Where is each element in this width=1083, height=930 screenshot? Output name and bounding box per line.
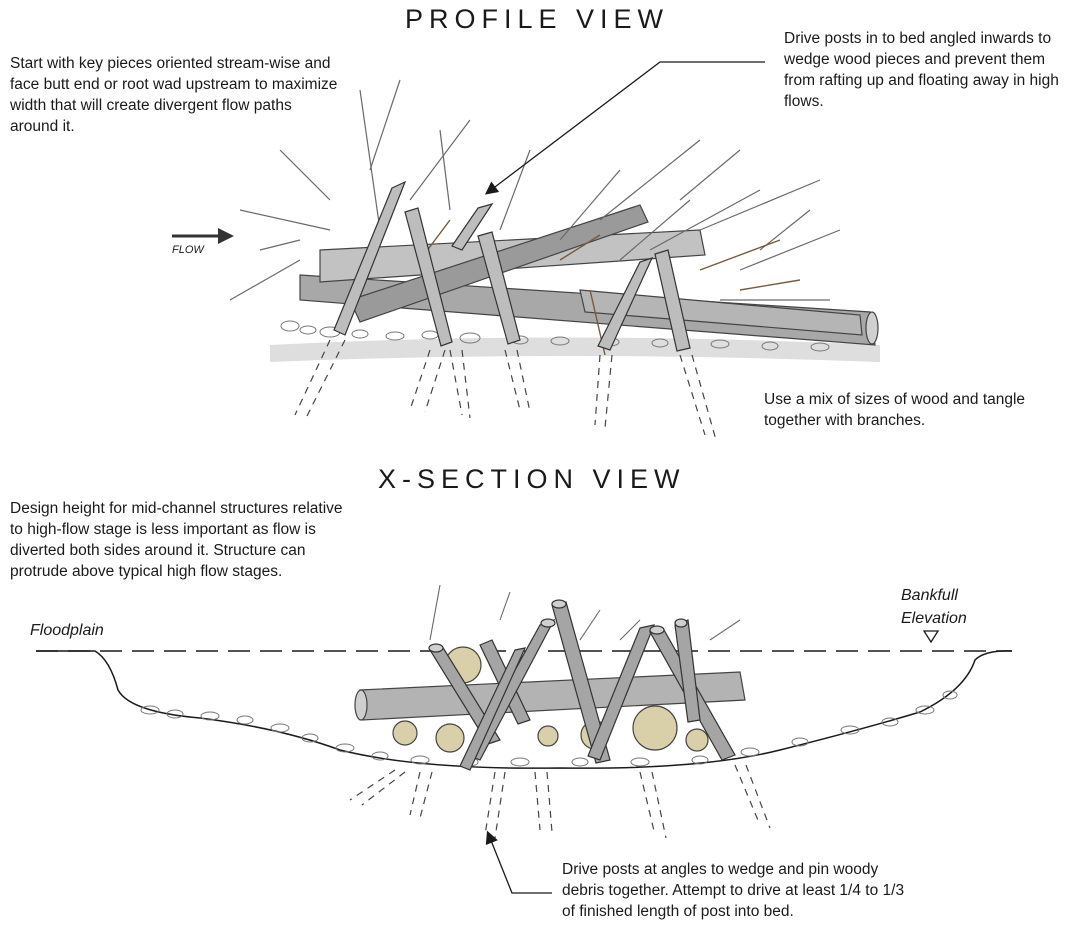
- posts-leader-line: [487, 62, 765, 193]
- bankfull-triangle-icon: [924, 631, 938, 642]
- design-height-note: Design height for mid-channel structures…: [10, 498, 355, 582]
- bankfull-label-line1: Bankfull: [901, 585, 958, 606]
- wood-mix-note: Use a mix of sizes of wood and tangle to…: [764, 389, 1064, 431]
- xsection-view-title: X-SECTION VIEW: [378, 464, 686, 495]
- profile-log-end: [866, 312, 878, 344]
- floodplain-label: Floodplain: [30, 620, 104, 641]
- flow-label: FLOW: [172, 240, 204, 261]
- posts-note: Drive posts in to bed angled inwards to …: [784, 28, 1079, 112]
- xsection-branches: [430, 585, 740, 640]
- orientation-note: Start with key pieces oriented stream-wi…: [10, 53, 340, 137]
- xsection-buried-posts: [350, 765, 770, 838]
- drive-posts-note: Drive posts at angles to wedge and pin w…: [562, 859, 917, 922]
- profile-ground-shadow: [270, 338, 880, 363]
- xsection-drawing: [36, 585, 1012, 838]
- profile-view-title: PROFILE VIEW: [405, 4, 669, 35]
- bankfull-label-line2: Elevation: [901, 608, 967, 629]
- drive-leader-line: [488, 833, 552, 893]
